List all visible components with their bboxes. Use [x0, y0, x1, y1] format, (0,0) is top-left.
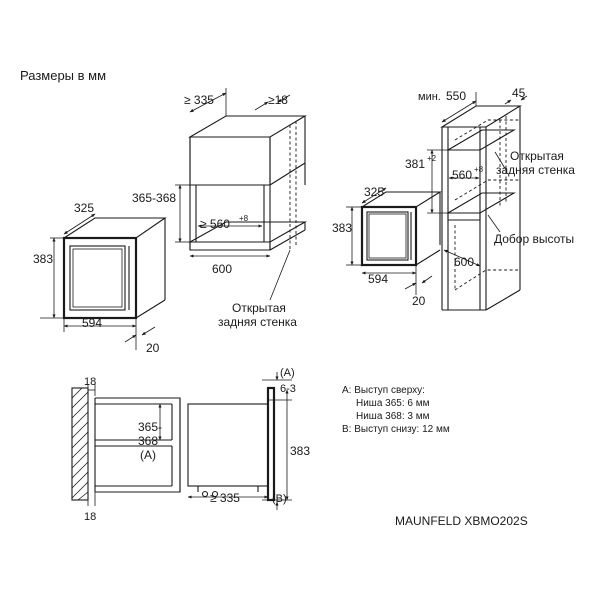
page-title: Размеры в мм [20, 68, 106, 83]
side-marker-a: (A) [280, 367, 295, 379]
side-niche-height-line1: 365- [138, 420, 162, 434]
column-oven-depth-label: 325 [364, 185, 384, 199]
column-height-label: 381 [405, 157, 425, 171]
side-oven-body [187, 403, 269, 487]
niche-front-width-label: 600 [212, 262, 232, 276]
niche-rear-wall-label-line2: задняя стенка [218, 315, 297, 329]
front-depth-label: 325 [74, 201, 94, 215]
legend-a-line2: Ниша 368: 3 мм [356, 411, 430, 422]
column-height-tolerance: +2 [427, 154, 437, 163]
side-marker-b: (B) [272, 493, 287, 505]
column-rear-label: 45 [512, 86, 526, 100]
side-niche-height-line2: 368 [138, 434, 158, 448]
niche-width-tolerance: +8 [239, 214, 249, 223]
column-shelf-label: Добор высоты [494, 232, 574, 246]
column-rear-wall-label-line1: Открытая [510, 149, 564, 163]
niche-depth-label: ≥ 335 [184, 93, 214, 107]
model-name: MAUNFELD XBMO202S [395, 514, 528, 528]
oven-top-face [62, 217, 167, 239]
oven-door-window [69, 245, 126, 311]
column-width-label: 560 [452, 168, 472, 182]
front-height-label: 383 [33, 252, 53, 266]
column-oven-protrusion-label: 20 [412, 294, 426, 308]
column-min-prefix: мин. [418, 91, 441, 103]
niche-rear-gap-label: ≥18 [268, 93, 288, 107]
side-niche-height-line3: (A) [140, 448, 156, 462]
side-bottom-gap-label: 18 [84, 511, 96, 523]
legend: A: Выступ сверху: Ниша 365: 6 мм Ниша 36… [342, 385, 450, 435]
column-niche-view: мин. 550 45 381 +2 560 +8 600 Открытая з… [332, 86, 575, 311]
column-oven-height-label: 383 [332, 221, 352, 235]
front-width-label: 594 [82, 316, 102, 330]
column-front-width-label: 600 [454, 255, 474, 269]
front-protrusion-label: 20 [146, 341, 160, 355]
side-height-label: 383 [290, 444, 310, 458]
niche-height-label: 365-368 [132, 191, 176, 205]
side-offset-label: 6-3 [280, 383, 296, 395]
side-depth-label: ≥ 335 [210, 491, 240, 505]
column-width-tolerance: +8 [474, 165, 484, 174]
legend-b-line: B: Выступ снизу: 12 мм [342, 424, 450, 435]
side-top-gap-label: 18 [84, 376, 96, 388]
niche-rear-wall-label-line1: Открытая [232, 301, 286, 315]
column-oven-width-label: 594 [368, 272, 388, 286]
legend-a-title: A: Выступ сверху: [342, 385, 425, 396]
legend-a-line1: Ниша 365: 6 мм [356, 398, 430, 409]
side-section-view: 18 18 365- 368 (A) ≥ 335 (A) 6-3 [71, 367, 310, 523]
column-min-depth-label: 550 [446, 89, 466, 103]
upper-niche-view: ≥ 335 ≥18 365-368 ≥ 560 +8 600 Открытая … [132, 88, 308, 329]
column-rear-wall-label-line2: задняя стенка [496, 163, 575, 177]
niche-width-label: ≥ 560 [200, 217, 230, 231]
column-shelf [445, 192, 517, 214]
oven-front-panel [62, 236, 138, 320]
front-oven-view: 325 383 594 20 [33, 201, 167, 355]
